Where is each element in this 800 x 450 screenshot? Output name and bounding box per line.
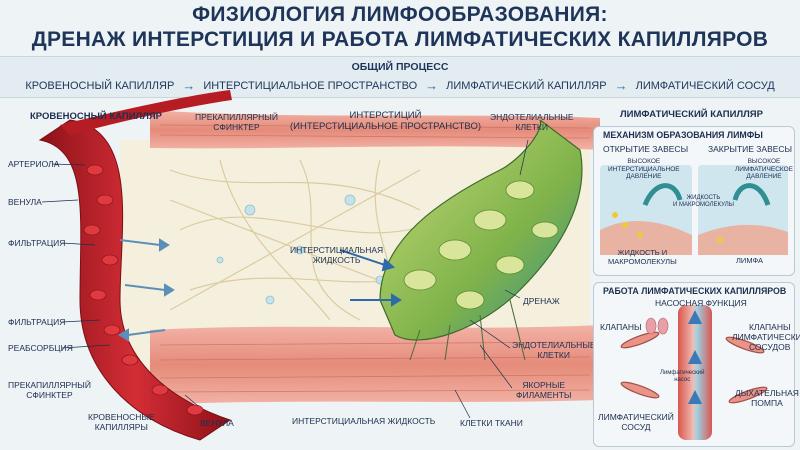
tissue-band-top (150, 110, 600, 150)
arteriole-vessel (60, 90, 232, 135)
label-sphincter-bottom: ПРЕКАПИЛЛЯРНЫЙ СФИНКТЕР (8, 380, 91, 400)
mechanism-title: МЕХАНИЗМ ОБРАЗОВАНИЯ ЛИМФЫ (603, 130, 763, 140)
label-reabsorption: РЕАБСОРБЦИЯ (8, 343, 73, 353)
filtration-arrows (118, 238, 175, 342)
leader-lines (41, 139, 529, 419)
label-flap-closed: ЗАКРЫТИЕ ЗАВЕСЫ (708, 144, 793, 154)
arrow-right-icon: → (182, 78, 196, 93)
title-line-2: ДРЕНАЖ ИНТЕРСТИЦИЯ И РАБОТА ЛИМФАТИЧЕСКИ… (31, 28, 769, 51)
label-tissue-cells: КЛЕТКИ ТКАНИ (460, 418, 523, 428)
label-pump-function: НАСОСНАЯ ФУНКЦИЯ (655, 298, 747, 308)
label-fluid-macro-bottom: ЖИДКОСТЬ И МАКРОМОЛЕКУЛЫ (608, 248, 677, 266)
label-filtration-1: ФИЛЬТРАЦИЯ (8, 238, 66, 248)
label-sphincter-top: ПРЕКАПИЛЛЯРНЫЙ СФИНКТЕР (195, 112, 278, 132)
process-step-interstitium: ИНТЕРСТИЦИАЛЬНОЕ ПРОСТРАНСТВО (203, 79, 418, 92)
process-step-blood-capillary: КРОВЕНОСНЫЙ КАПИЛЛЯР (25, 79, 175, 92)
label-respiratory-pump: ДЫХАТЕЛЬНАЯ ПОМПА (735, 388, 799, 408)
label-venule-top: ВЕНУЛА (8, 197, 42, 207)
tissue-band-bottom (150, 325, 600, 405)
label-endothelial-top: ЭНДОТЕЛИАЛЬНЫЕ КЛЕТКИ (490, 112, 574, 132)
lymph-capillary-heading: ЛИМФАТИЧЕСКИЙ КАПИЛЛЯР (620, 109, 763, 120)
anchoring-filaments (409, 299, 526, 361)
label-high-interstitial-pressure: ВЫСОКОЕ ИНТЕРСТИЦИАЛЬНОЕ ДАВЛЕНИЕ (608, 158, 680, 180)
fluid-droplets (216, 194, 385, 305)
blood-capillary (38, 119, 232, 441)
muscle-striations (159, 124, 591, 393)
label-interstitial-fluid-bottom: ИНТЕРСТИЦИАЛЬНАЯ ЖИДКОСТЬ (292, 416, 436, 426)
label-lymph-vessel: ЛИМФАТИЧЕСКИЙ СОСУД (598, 412, 674, 432)
title-line-1: ФИЗИОЛОГИЯ ЛИМФООБРАЗОВАНИЯ: (192, 3, 608, 26)
blood-capillary-heading: КРОВЕНОСНЫЙ КАПИЛЛЯР (30, 111, 163, 122)
label-filtration-2: ФИЛЬТРАЦИЯ (8, 317, 66, 327)
label-high-lymph-pressure: ВЫСОКОЕ ЛИМФАТИЧЕСКОЕ ДАВЛЕНИЕ (735, 158, 794, 180)
process-step-lymph-vessel: ЛИМФАТИЧЕСКИЙ СОСУД (635, 79, 775, 92)
label-lymph-pump: Лимфатический насос (660, 370, 705, 383)
drainage-arrows (339, 249, 402, 307)
label-valves-vessels: КЛАПАНЫ ЛИМФАТИЧЕСКИХ СОСУДОВ (732, 322, 800, 352)
label-blood-capillaries: КРОВЕНОСНЫЕ КАПИЛЛЯРЫ (88, 412, 155, 432)
red-blood-cells (83, 164, 204, 416)
process-band (0, 56, 800, 98)
label-interstitial-fluid: ИНТЕРСТИЦИАЛЬНАЯ ЖИДКОСТЬ (290, 245, 384, 265)
arrow-right-icon: → (614, 78, 628, 93)
label-venule-bottom: ВЕНУЛА (200, 418, 234, 428)
pump-title: РАБОТА ЛИМФАТИЧЕСКИХ КАПИЛЛЯРОВ (603, 286, 787, 296)
label-arteriole: АРТЕРИОЛА (8, 159, 60, 169)
process-title: ОБЩИЙ ПРОЦЕСС (351, 61, 449, 73)
process-flow: КРОВЕНОСНЫЙ КАПИЛЛЯР → ИНТЕРСТИЦИАЛЬНОЕ … (0, 78, 800, 93)
label-endothelial-bottom: ЭНДОТЕЛИАЛЬНЫЕ КЛЕТКИ (512, 340, 596, 360)
label-lymph: ЛИМФА (736, 256, 764, 265)
process-step-lymph-capillary: ЛИМФАТИЧЕСКИЙ КАПИЛЛЯР (446, 79, 607, 92)
label-anchor-filaments: ЯКОРНЫЕ ФИЛАМЕНТЫ (516, 380, 572, 400)
label-flap-open: ОТКРЫТИЕ ЗАВЕСЫ (603, 144, 689, 154)
label-drainage: ДРЕНАЖ (523, 296, 560, 306)
endothelial-cells (403, 180, 559, 310)
label-fluid-macro-mid: ЖИДКОСТЬ И МАКРОМОЛЕКУЛЫ (673, 195, 734, 208)
label-interstitium: ИНТЕРСТИЦИЙ (ИНТЕРСТИЦИАЛЬНОЕ ПРОСТРАНСТ… (290, 110, 482, 132)
label-valves: КЛАПАНЫ (600, 322, 642, 332)
arrow-right-icon: → (425, 78, 439, 93)
